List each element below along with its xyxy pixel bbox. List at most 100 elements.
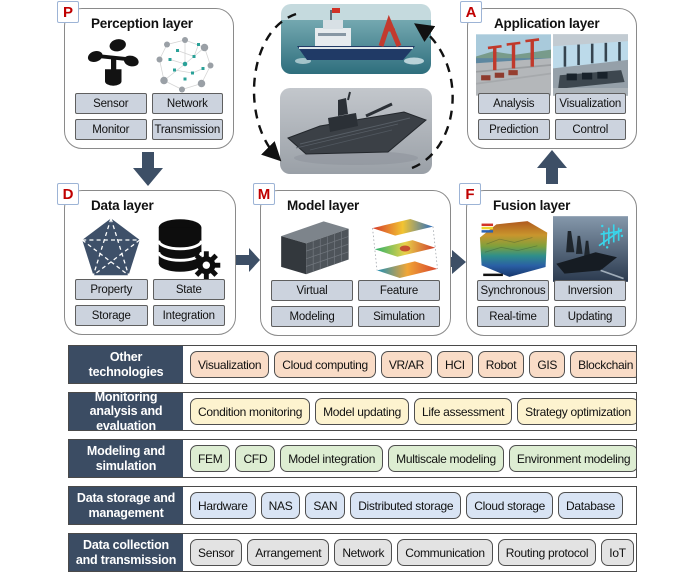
chip-iot: IoT — [601, 539, 634, 566]
simulation-slices-icon — [372, 219, 439, 278]
row-data-collection-chips: Sensor Arrangement Network Communication… — [183, 534, 636, 571]
model-layer-images — [269, 216, 442, 284]
model-to-fusion-arrow — [436, 250, 466, 274]
perception-layer-title: Perception layer — [91, 16, 193, 31]
model-layer-buttons: Virtual Feature Modeling Simulation — [271, 280, 440, 327]
application-layer-buttons: Analysis Visualization Prediction Contro… — [478, 93, 626, 140]
application-layer-images — [476, 34, 628, 96]
perception-button-transmission: Transmission — [151, 119, 223, 140]
row-modeling-simulation-chips: FEM CFD Model integration Multiscale mod… — [183, 440, 636, 477]
chip-hardware: Hardware — [190, 492, 256, 519]
chip-cloud-computing: Cloud computing — [274, 351, 376, 378]
model-button-simulation: Simulation — [358, 306, 440, 327]
row-modeling-simulation-label: Modeling and simulation — [69, 440, 183, 477]
chip-cfd: CFD — [235, 445, 276, 472]
chip-robot: Robot — [477, 351, 525, 378]
fusion-button-inversion: Inversion — [554, 280, 626, 301]
data-button-storage: Storage — [75, 305, 148, 326]
chip-multiscale-modeling: Multiscale modeling — [388, 445, 504, 472]
bridge-cockpit-photo — [553, 34, 628, 96]
physical-ship-illustration — [281, 4, 431, 74]
fusion-button-synchronous: Synchronous — [477, 280, 549, 301]
digital-twin-ship-model — [280, 88, 432, 174]
digital-ship-illustration — [280, 88, 432, 174]
twin-cycle-dashed-arrows — [252, 12, 454, 170]
application-button-visualization: Visualization — [554, 93, 626, 114]
data-button-state: State — [152, 279, 225, 300]
deck-crane-photo — [476, 34, 551, 96]
data-layer-images — [73, 216, 227, 280]
row-other-technologies: Other technologies Visualization Cloud c… — [68, 345, 637, 384]
model-layer-title: Model layer — [287, 198, 360, 213]
model-button-virtual: Virtual — [271, 280, 353, 301]
row-data-storage-chips: Hardware NAS SAN Distributed storage Clo… — [183, 487, 636, 524]
chip-routing-protocol: Routing protocol — [497, 539, 597, 566]
data-button-property: Property — [75, 279, 148, 300]
data-to-model-arrow — [236, 248, 260, 272]
chip-life-assessment: Life assessment — [413, 398, 513, 425]
hull-block-model-icon — [281, 221, 349, 275]
chip-communication: Communication — [397, 539, 493, 566]
row-data-storage-label: Data storage and management — [69, 487, 183, 524]
anemometer-icon — [87, 39, 139, 86]
chip-vr-ar: VR/AR — [380, 351, 433, 378]
chip-gis: GIS — [529, 351, 566, 378]
data-badge: D — [57, 183, 79, 205]
chip-environment-modeling: Environment modeling — [508, 445, 636, 472]
model-button-feature: Feature — [358, 280, 440, 301]
chip-condition-monitoring: Condition monitoring — [190, 398, 311, 425]
application-button-prediction: Prediction — [478, 119, 550, 140]
mesh-polyhedron-icon — [81, 218, 141, 276]
perception-badge: P — [57, 1, 79, 23]
fusion-layer-box: F Fusion layer — [459, 183, 637, 336]
row-modeling-simulation: Modeling and simulation FEM CFD Model in… — [68, 439, 637, 478]
model-badge: M — [253, 183, 275, 205]
perception-button-sensor: Sensor — [75, 93, 147, 114]
chip-cloud-storage: Cloud storage — [466, 492, 554, 519]
chip-arrangement: Arrangement — [247, 539, 330, 566]
model-button-modeling: Modeling — [271, 306, 353, 327]
chip-nas: NAS — [260, 492, 301, 519]
perception-button-monitor: Monitor — [75, 119, 147, 140]
row-data-storage: Data storage and management Hardware NAS… — [68, 486, 637, 525]
bathymetry-map-image — [479, 221, 548, 277]
model-layer-box: M Model layer — [253, 183, 451, 336]
chip-sensor: Sensor — [190, 539, 243, 566]
application-layer-title: Application layer — [494, 16, 600, 31]
row-monitoring-analysis: Monitoring analysis and evaluation Condi… — [68, 390, 637, 433]
perception-layer-buttons: Sensor Network Monitor Transmission — [75, 93, 223, 140]
chip-fem: FEM — [190, 445, 231, 472]
application-button-control: Control — [554, 119, 626, 140]
fusion-button-realtime: Real-time — [477, 306, 549, 327]
point-cloud-ship-image — [552, 216, 628, 282]
row-data-collection: Data collection and transmission Sensor … — [68, 533, 637, 572]
chip-network: Network — [334, 539, 393, 566]
perception-to-data-arrow — [133, 152, 163, 186]
data-layer-buttons: Property State Storage Integration — [75, 279, 225, 326]
chip-visualization: Visualization — [190, 351, 270, 378]
fusion-badge: F — [459, 183, 481, 205]
data-layer-box: D Data layer — [57, 183, 236, 335]
chip-distributed-storage: Distributed storage — [350, 492, 462, 519]
row-monitoring-analysis-label: Monitoring analysis and evaluation — [69, 390, 183, 433]
chip-blockchain: Blockchain — [570, 351, 636, 378]
network-graph-icon — [156, 37, 214, 93]
chip-san: SAN — [305, 492, 346, 519]
chip-hci: HCI — [437, 351, 473, 378]
row-monitoring-analysis-chips: Condition monitoring Model updating Life… — [183, 393, 636, 430]
fusion-layer-images — [475, 216, 628, 282]
row-other-technologies-label: Other technologies — [69, 346, 183, 383]
perception-layer-images — [73, 34, 225, 94]
physical-ship-photo — [281, 4, 431, 74]
data-button-integration: Integration — [152, 305, 225, 326]
fusion-button-updating: Updating — [554, 306, 626, 327]
fusion-layer-buttons: Synchronous Inversion Real-time Updating — [477, 280, 626, 327]
perception-button-network: Network — [151, 93, 223, 114]
data-layer-title: Data layer — [91, 198, 154, 213]
fusion-layer-title: Fusion layer — [493, 198, 571, 213]
fusion-to-application-arrow — [537, 150, 567, 184]
row-other-technologies-chips: Visualization Cloud computing VR/AR HCI … — [183, 346, 636, 383]
chip-database: Database — [558, 492, 624, 519]
chip-model-integration: Model integration — [280, 445, 384, 472]
